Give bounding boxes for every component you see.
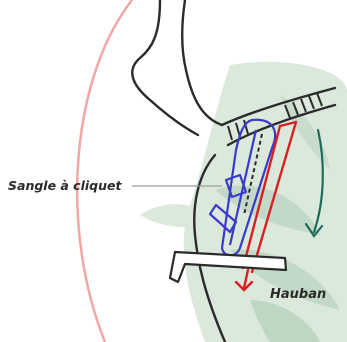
ratchet-strap-label: Sangle à cliquet (8, 178, 122, 193)
trunk-left-edge (132, 0, 198, 135)
boundary-arc (77, 0, 132, 342)
guy-wire-label: Hauban (270, 287, 326, 302)
trunk-right-edge (182, 0, 222, 125)
